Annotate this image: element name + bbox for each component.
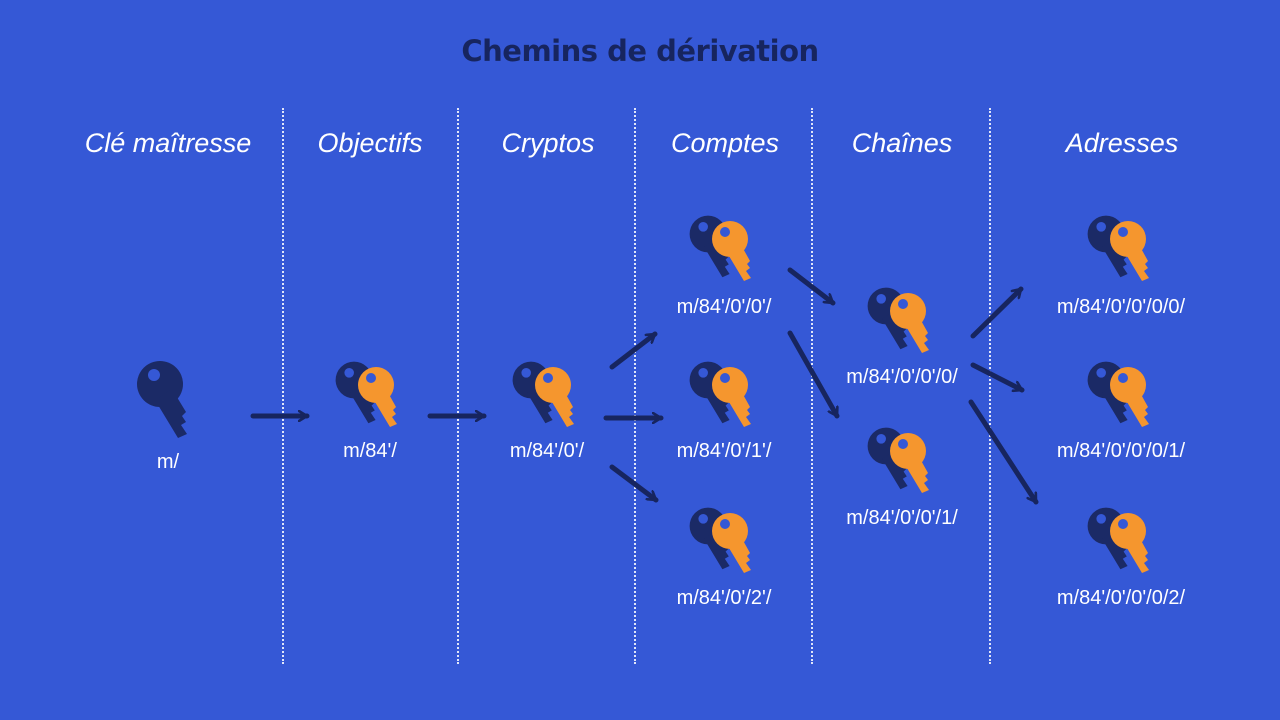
key-pair-icon	[513, 362, 574, 427]
column-header-coin: Cryptos	[501, 128, 595, 158]
node-label-chain-0: m/84'/0'/0'/0/	[846, 366, 958, 388]
arrow-chain-to-address-0	[970, 286, 1024, 339]
column-divider	[989, 108, 991, 664]
key-pair-icon	[868, 428, 929, 493]
arrow-coin-to-account-2	[609, 464, 659, 503]
column-divider	[282, 108, 284, 664]
key-pair-icon	[336, 362, 397, 427]
arrow-account-to-chain-1	[787, 330, 840, 419]
column-header-master: Clé maîtresse	[84, 128, 252, 158]
column-header-chain: Chaînes	[851, 128, 953, 158]
master-key-icon	[137, 361, 187, 438]
node-label-master: m/	[156, 451, 180, 473]
column-divider	[457, 108, 459, 664]
key-pair-icon	[690, 508, 751, 573]
node-label-account-1: m/84'/0'/1'/	[676, 440, 772, 462]
arrow-account-to-chain-0	[787, 267, 836, 306]
node-label-address-0: m/84'/0'/0'/0/0/	[1056, 296, 1186, 318]
column-header-account: Comptes	[670, 128, 780, 158]
column-header-purpose: Objectifs	[317, 128, 423, 158]
arrow-coin-to-account-0	[609, 331, 658, 370]
key-pair-icon	[1088, 508, 1149, 573]
arrow-chain-to-address-2	[968, 399, 1039, 505]
diagram-title: Chemins de dérivation	[461, 34, 819, 68]
column-divider	[811, 108, 813, 664]
node-label-chain-1: m/84'/0'/0'/1/	[846, 507, 958, 529]
arrow-chain-to-address-1	[970, 362, 1025, 393]
key-pair-icon	[1088, 216, 1149, 281]
node-label-address-2: m/84'/0'/0'/0/2/	[1056, 587, 1186, 609]
node-label-purpose: m/84'/	[343, 440, 397, 462]
key-pair-icon	[868, 288, 929, 353]
node-label-account-2: m/84'/0'/2'/	[676, 587, 772, 609]
key-pair-icon	[690, 362, 751, 427]
column-header-address: Adresses	[1065, 128, 1179, 158]
key-pair-icon	[690, 216, 751, 281]
node-label-address-1: m/84'/0'/0'/0/1/	[1056, 440, 1186, 462]
column-divider	[634, 108, 636, 664]
node-label-coin: m/84'/0'/	[509, 440, 585, 462]
key-pair-icon	[1088, 362, 1149, 427]
node-label-account-0: m/84'/0'/0'/	[676, 296, 772, 318]
